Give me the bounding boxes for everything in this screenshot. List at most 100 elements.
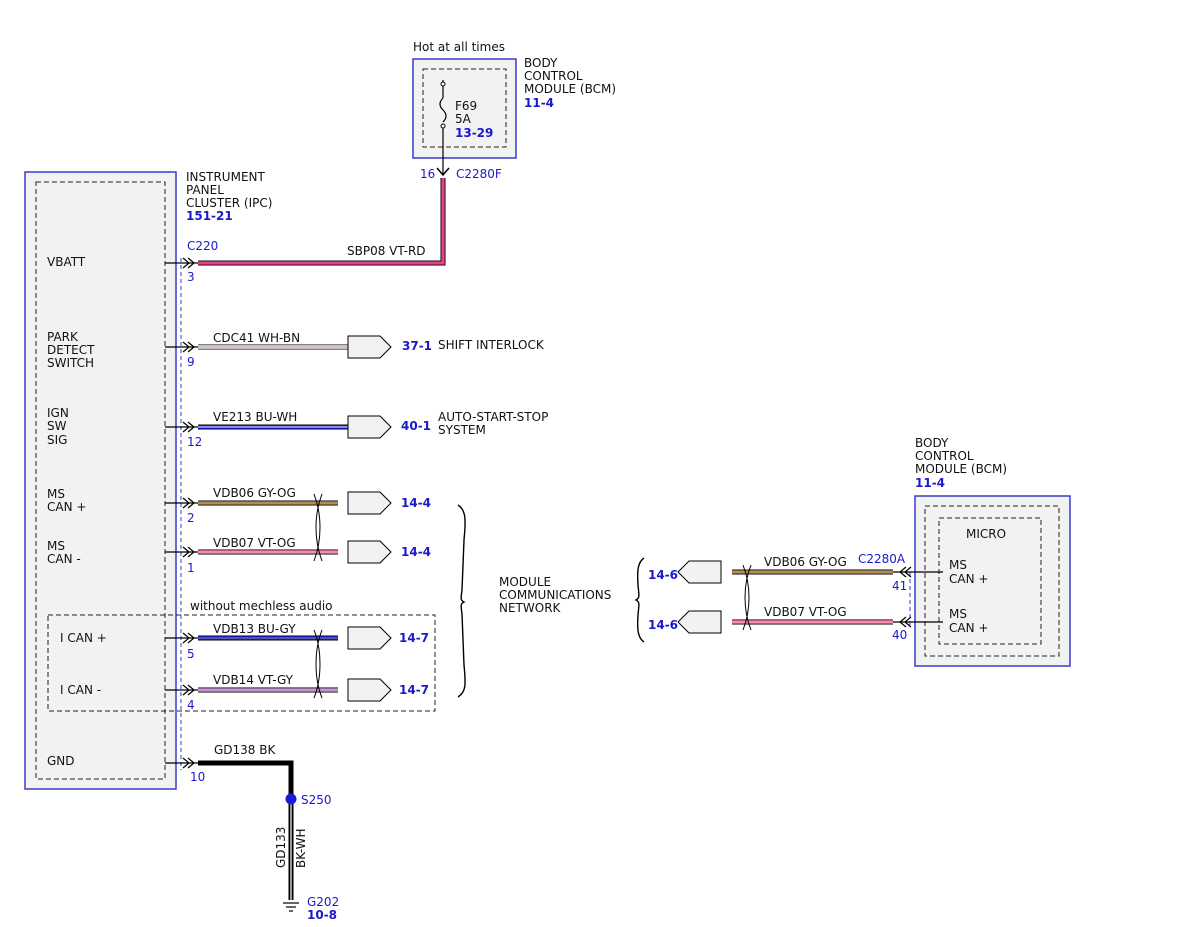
ipc-module: INSTRUMENT PANEL CLUSTER (IPC) 151-21 C2…: [24, 170, 272, 790]
hot-at-all-times-label: Hot at all times: [413, 40, 505, 54]
connector-pointer-icon: [347, 491, 392, 515]
bcm-right-connector: C2280A: [858, 552, 906, 566]
wire-vdb07-bcm-label: VDB07 VT-OG: [764, 605, 847, 619]
bcm-right-outline: [914, 495, 1071, 667]
connector-pointer-icon: [347, 415, 392, 439]
bcm-top-inner: [422, 68, 507, 148]
bcm-right-title-2: CONTROL: [915, 449, 974, 463]
ipc-vbatt: VBATT: [47, 255, 86, 269]
ref-auto-start-stop[interactable]: 40-1: [401, 419, 431, 433]
ipc-park-1: PARK: [47, 330, 79, 344]
pin-3: 3: [187, 270, 195, 284]
bcm-pin-41: 41: [892, 579, 907, 593]
fuse-terminal-top: [440, 81, 446, 87]
ref-vdb13[interactable]: 14-7: [399, 631, 429, 645]
ipc-mscan-plus-1: MS: [47, 487, 65, 501]
bcm-top-title-1: BODY: [524, 56, 558, 70]
wire-gd133-label: GD133: [274, 827, 288, 868]
ipc-ign-1: IGN: [47, 406, 69, 420]
fuse-name: F69: [455, 99, 477, 113]
ref-bcm-b[interactable]: 14-6: [648, 618, 678, 632]
twisted-pair-icon: [742, 564, 752, 631]
wire-vdb06-bcm-label: VDB06 GY-OG: [764, 555, 847, 569]
bcm-top-outline: [412, 58, 517, 159]
ipc-mscan-minus-2: CAN -: [47, 552, 81, 566]
ipc-ican-minus: I CAN -: [60, 683, 101, 697]
ipc-park-2: DETECT: [47, 343, 95, 357]
connector-pointer-icon: [347, 678, 392, 702]
ref-vdb14[interactable]: 14-7: [399, 683, 429, 697]
network-brace-icon: [457, 504, 466, 698]
pin-9: 9: [187, 355, 195, 369]
ipc-outline: [24, 171, 177, 790]
wire-ve213: VE213 BU-WH 40-1 AUTO-START-STOP SYSTEM: [198, 410, 548, 439]
ass-label-1: AUTO-START-STOP: [438, 410, 548, 424]
ipc-ign-3: SIG: [47, 433, 67, 447]
ipc-title-2: PANEL: [186, 183, 224, 197]
wire-vdb13: VDB13 BU-GY 14-7: [198, 622, 429, 650]
wire-vdb07-bcm: VDB07 VT-OG 14-6: [648, 605, 943, 634]
pin-1: 1: [187, 561, 195, 575]
wire-bkwh-label: BK-WH: [294, 828, 308, 868]
bcm-right-ref[interactable]: 11-4: [915, 476, 945, 490]
bcm-top-ref[interactable]: 11-4: [524, 96, 554, 110]
ipc-title-3: CLUSTER (IPC): [186, 196, 272, 210]
bcm-top-title-2: CONTROL: [524, 69, 583, 83]
fuse-icon: [439, 97, 447, 123]
wire-vdb14-label: VDB14 VT-GY: [213, 673, 294, 687]
pin-4: 4: [187, 698, 195, 712]
bcm-top-connector: C2280F: [456, 167, 502, 181]
network-label-3: NETWORK: [499, 601, 562, 615]
ipc-park-3: SWITCH: [47, 356, 94, 370]
ref-bcm-a[interactable]: 14-6: [648, 568, 678, 582]
wire-cdc41-label: CDC41 WH-BN: [213, 331, 300, 345]
wire-sbp08-label: SBP08 VT-RD: [347, 244, 426, 258]
ipc-ican-plus: I CAN +: [60, 631, 107, 645]
ground-ref[interactable]: 10-8: [307, 908, 337, 922]
ipc-title-1: INSTRUMENT: [186, 170, 265, 184]
ass-label-2: SYSTEM: [438, 423, 486, 437]
ref-vdb07[interactable]: 14-4: [401, 545, 431, 559]
bcm-pin-40: 40: [892, 628, 907, 642]
network-brace-icon: [634, 557, 645, 643]
wire-sbp08: SBP08 VT-RD: [198, 178, 446, 266]
wire-ve213-label: VE213 BU-WH: [213, 410, 297, 424]
twisted-pair-icon: [313, 629, 323, 699]
wire-vdb06-ipc: VDB06 GY-OG 14-4: [198, 486, 431, 515]
network-label-1: MODULE: [499, 575, 551, 589]
without-mechless-audio-label: without mechless audio: [190, 599, 333, 613]
ref-vdb06[interactable]: 14-4: [401, 496, 431, 510]
wire-vdb13-label: VDB13 BU-GY: [213, 622, 296, 636]
bcm-top-pin: 16: [420, 167, 435, 181]
pin-2: 2: [187, 511, 195, 525]
pin-10: 10: [190, 770, 205, 784]
without-mechless-audio-box: [47, 614, 436, 712]
splice-label: S250: [301, 793, 332, 807]
connector-pointer-icon: [347, 540, 392, 564]
ipc-inner: [35, 181, 166, 780]
connector-arrow-icon: [436, 167, 450, 177]
bcm-fuse-module: Hot at all times BODY CONTROL MODULE (BC…: [412, 40, 616, 181]
bcm-ms-can-a-1: MS: [949, 558, 967, 572]
ipc-gnd: GND: [47, 754, 75, 768]
bcm-top-title-3: MODULE (BCM): [524, 82, 616, 96]
micro-label: MICRO: [966, 527, 1006, 541]
ipc-ref[interactable]: 151-21: [186, 209, 233, 223]
wire-vdb06-label: VDB06 GY-OG: [213, 486, 296, 500]
splice-dot-icon: [285, 793, 297, 805]
wire-vdb07-label: VDB07 VT-OG: [213, 536, 296, 550]
bcm-ms-can-b-2: CAN +: [949, 621, 988, 635]
ipc-ign-2: SW: [47, 419, 67, 433]
bcm-right-title-3: MODULE (BCM): [915, 462, 1007, 476]
ref-shift-interlock[interactable]: 37-1: [402, 339, 432, 353]
fuse-terminal-bottom: [440, 123, 446, 129]
fuse-ref[interactable]: 13-29: [455, 126, 493, 140]
bcm-right-module: BODY CONTROL MODULE (BCM) 11-4 MICRO MS …: [858, 436, 1071, 667]
wire-vdb06-bcm: VDB06 GY-OG 14-6: [648, 555, 943, 584]
micro-box: [938, 517, 1042, 645]
shift-interlock-label: SHIFT INTERLOCK: [438, 338, 545, 352]
network-label-2: COMMUNICATIONS: [499, 588, 611, 602]
connector-pointer-icon: [677, 560, 722, 584]
bcm-ms-can-a-2: CAN +: [949, 572, 988, 586]
